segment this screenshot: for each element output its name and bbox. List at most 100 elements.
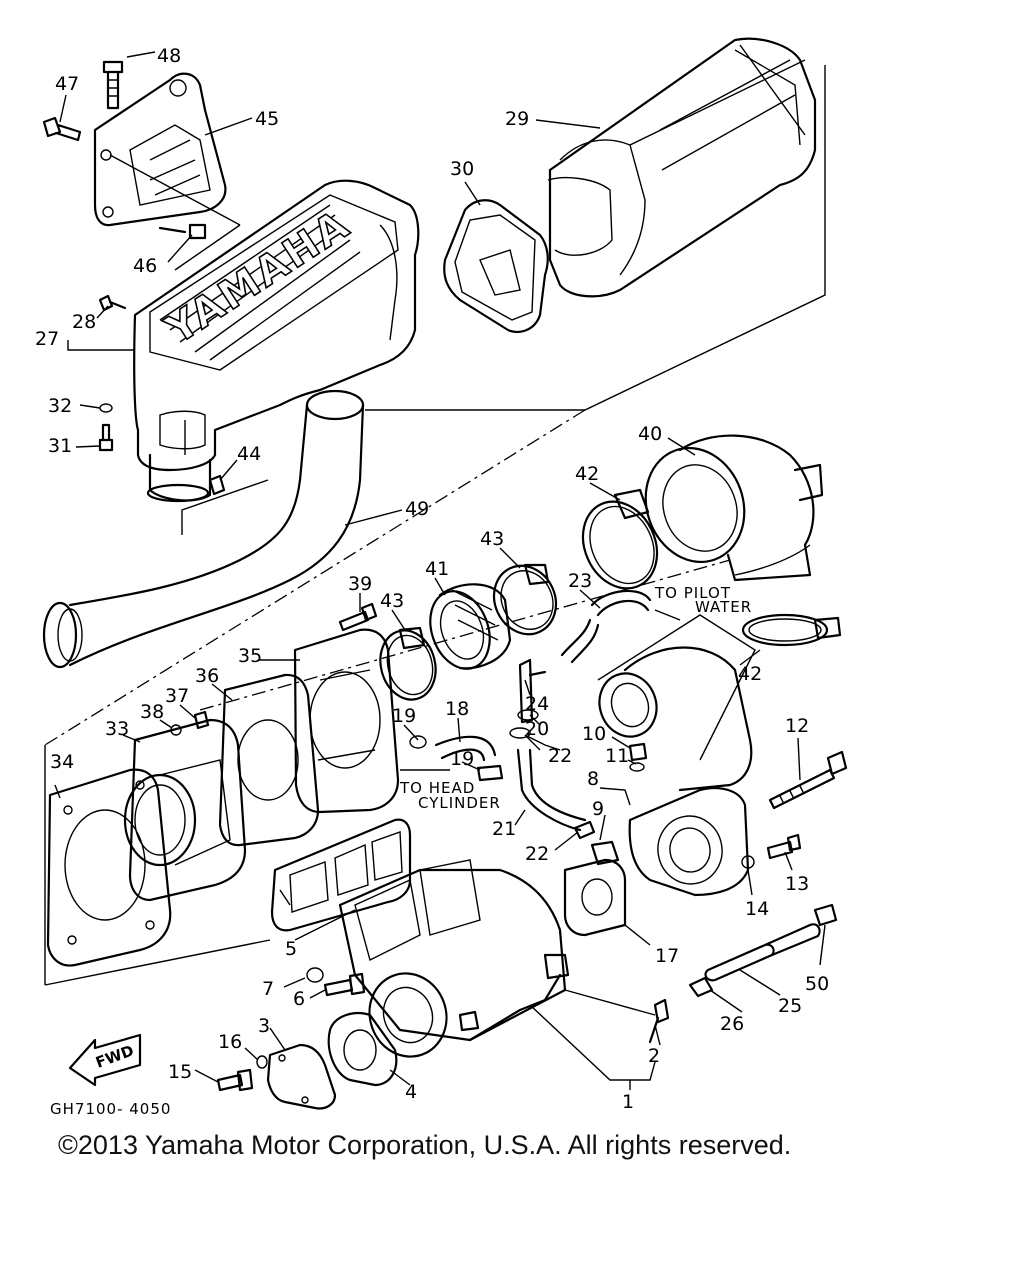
bolt-47	[42, 116, 82, 142]
note-water: WATER	[695, 598, 752, 616]
leader-lines	[54, 51, 826, 1090]
label-9: 9	[592, 798, 604, 820]
label-21: 21	[492, 818, 516, 840]
label-37: 37	[165, 685, 189, 707]
muffler-bracket	[42, 60, 241, 271]
washer-11	[629, 762, 645, 772]
note-to-head: TO HEAD	[399, 779, 475, 797]
label-39: 39	[348, 573, 372, 595]
label-26: 26	[720, 1013, 744, 1035]
label-12: 12	[785, 715, 809, 737]
label-2: 2	[648, 1045, 660, 1067]
bolt-48	[102, 60, 124, 110]
label-7: 7	[262, 978, 274, 1000]
clip-22	[509, 727, 531, 739]
label-11: 11	[605, 745, 629, 767]
label-43-right: 43	[480, 528, 504, 550]
part-labels: 48 47 45 29 30 46 28 27 32 31 44 49 40 4…	[35, 45, 829, 1118]
bolt-31	[98, 423, 114, 452]
label-3: 3	[258, 1015, 270, 1037]
label-45: 45	[255, 108, 279, 130]
label-4: 4	[405, 1081, 417, 1103]
label-24: 24	[525, 693, 549, 715]
gasket-5	[270, 818, 412, 932]
exhaust-manifold	[338, 614, 756, 1058]
label-50: 50	[805, 973, 829, 995]
bolt-44	[208, 474, 226, 496]
bolt-46	[158, 223, 207, 240]
gasket-34	[46, 768, 172, 967]
label-49: 49	[405, 498, 429, 520]
label-35: 35	[238, 645, 262, 667]
clip-19-lower	[476, 764, 504, 782]
label-22-lower: 22	[525, 843, 549, 865]
label-43-left: 43	[380, 590, 404, 612]
label-47: 47	[55, 73, 79, 95]
label-13: 13	[785, 873, 809, 895]
water-hose-23	[560, 589, 652, 664]
label-10: 10	[582, 723, 606, 745]
label-20: 20	[525, 718, 549, 740]
copyright-notice: ©2013 Yamaha Motor Corporation, U.S.A. A…	[58, 1130, 792, 1160]
label-14: 14	[745, 898, 769, 920]
label-18: 18	[445, 698, 469, 720]
label-30: 30	[450, 158, 474, 180]
bolt-13	[766, 833, 802, 860]
label-42-lower: 42	[738, 663, 762, 685]
washer-16	[256, 1055, 268, 1069]
water-hose-18	[434, 735, 497, 762]
rubber-joint-41	[429, 583, 512, 670]
label-44: 44	[237, 443, 261, 465]
bolt-39	[338, 602, 378, 632]
exhaust-hose-49	[42, 389, 365, 669]
label-38: 38	[140, 701, 164, 723]
label-29: 29	[505, 108, 529, 130]
label-32: 32	[48, 395, 72, 417]
note-to-pilot: TO PILOT	[654, 584, 731, 602]
washer-38	[170, 724, 182, 736]
bolt-28	[98, 294, 127, 312]
yamaha-logo: YAMAHA	[158, 201, 359, 354]
muffler-29	[547, 37, 817, 298]
bolt-6	[323, 972, 366, 997]
clip-19	[409, 735, 427, 749]
note-cylinder: CYLINDER	[418, 794, 501, 812]
label-27: 27	[35, 328, 59, 350]
label-28: 28	[72, 311, 96, 333]
elbow-8	[628, 787, 750, 897]
cover-3	[266, 1043, 337, 1110]
label-22-upper: 22	[548, 745, 572, 767]
gasket-4	[327, 1012, 398, 1087]
gasket-30	[443, 199, 549, 333]
label-16: 16	[218, 1031, 242, 1053]
gasket-36	[218, 673, 320, 847]
assembly-frame-lines	[44, 65, 826, 986]
label-31: 31	[48, 435, 72, 457]
forward-arrow-icon: FWD	[68, 1033, 142, 1087]
label-5: 5	[285, 938, 297, 960]
label-17: 17	[655, 945, 679, 967]
washer-7	[306, 967, 324, 983]
hose-clamp-42-lower	[741, 613, 842, 647]
label-8: 8	[587, 768, 599, 790]
label-19-lower: 19	[450, 748, 474, 770]
water-hose-21	[516, 748, 587, 832]
label-23: 23	[568, 570, 592, 592]
label-34: 34	[50, 751, 74, 773]
label-15: 15	[168, 1061, 192, 1083]
clip-22-lower	[573, 820, 596, 840]
label-48: 48	[157, 45, 181, 67]
bolt-37	[193, 710, 210, 730]
hose-clamp-43-right	[492, 563, 558, 636]
left-fasteners	[98, 294, 378, 1092]
label-40: 40	[638, 423, 662, 445]
hose-clamp-42-upper	[581, 488, 659, 590]
drawing-code: GH7100- 4050	[50, 1100, 171, 1118]
label-1: 1	[622, 1091, 634, 1113]
label-33: 33	[105, 718, 129, 740]
fitting-9	[590, 840, 620, 866]
clip-20	[517, 709, 539, 721]
gasket-35	[293, 628, 400, 814]
label-41: 41	[425, 558, 449, 580]
